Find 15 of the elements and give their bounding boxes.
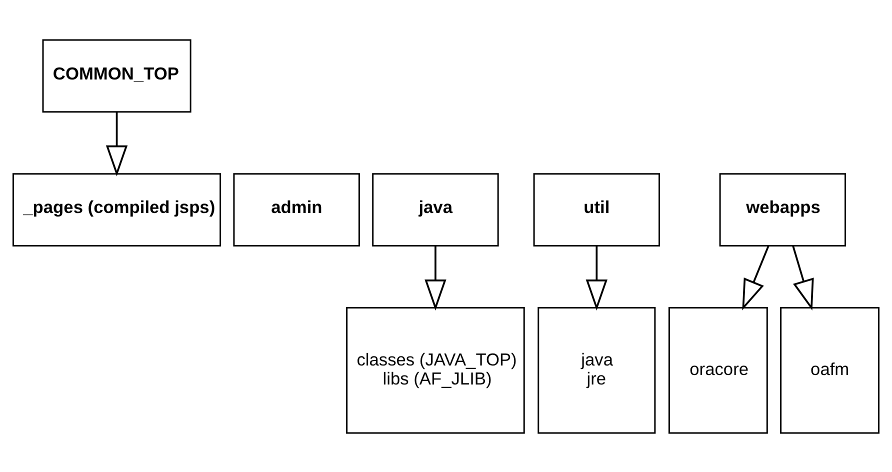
node-box: java jre [538, 306, 656, 434]
arrow [792, 245, 814, 310]
arrow [424, 246, 446, 310]
arrow [106, 112, 128, 176]
node-box: oafm [780, 306, 880, 434]
node-box: java [372, 172, 499, 246]
node-box: COMMON_TOP [42, 38, 192, 112]
node-box: webapps [719, 172, 846, 246]
node-box: admin [233, 172, 360, 246]
arrow [742, 245, 770, 310]
node-box: _pages (compiled jsps) [12, 172, 222, 246]
node-box: util [533, 172, 660, 246]
arrow [586, 246, 608, 310]
node-box: classes (JAVA_TOP) libs (AF_JLIB) [346, 306, 525, 434]
node-box: oracore [668, 306, 768, 434]
